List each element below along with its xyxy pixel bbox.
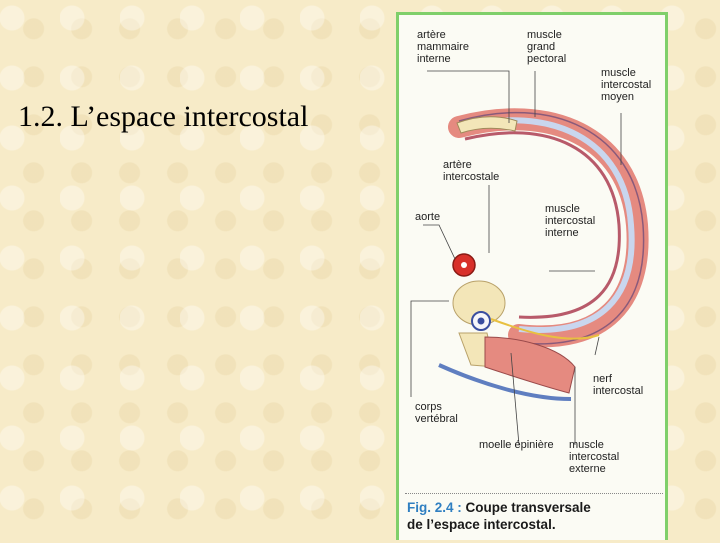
label-muscle-intercostal-interne: muscle intercostal interne [545,203,596,239]
caption-line2: de l’espace intercostal. [407,517,556,532]
intercostal-diagram [410,70,649,446]
label-artere-mammaire: artère mammaire interne [417,29,469,65]
label-muscle-intercostal-externe: muscle intercostal externe [569,439,620,475]
thoracic-wall-inner [464,131,621,319]
intercostal-nerve [490,318,600,340]
figure-caption: Fig. 2.4 : Coupe transversale de l’espac… [407,499,657,533]
label-corps-vertebral: corps vertébral [415,401,458,425]
leader-lines [410,70,622,446]
anatomy-figure: artère mammaire interne muscle grand pec… [396,12,668,540]
back-muscles [484,336,576,394]
label-nerf-intercostal: nerf intercostal [593,373,644,397]
back-skin [438,363,572,401]
caption-line1: Coupe transversale [461,500,591,515]
label-muscle-intercostal-moyen: muscle intercostal moyen [601,67,652,103]
label-aorte: aorte [415,211,441,223]
label-artere-intercostale: artère intercostale [443,159,500,183]
thoracic-wall-band [460,117,635,333]
sternum [456,116,518,134]
caption-divider [405,493,663,494]
label-moelle-epiniere: moelle épinière [479,439,554,451]
label-muscle-grand-pectoral: muscle grand pectoral [527,29,567,65]
caption-number: Fig. 2.4 : [407,500,462,515]
slide-title: 1.2. L’espace intercostal [18,100,309,133]
thoracic-wall-line [458,111,645,345]
